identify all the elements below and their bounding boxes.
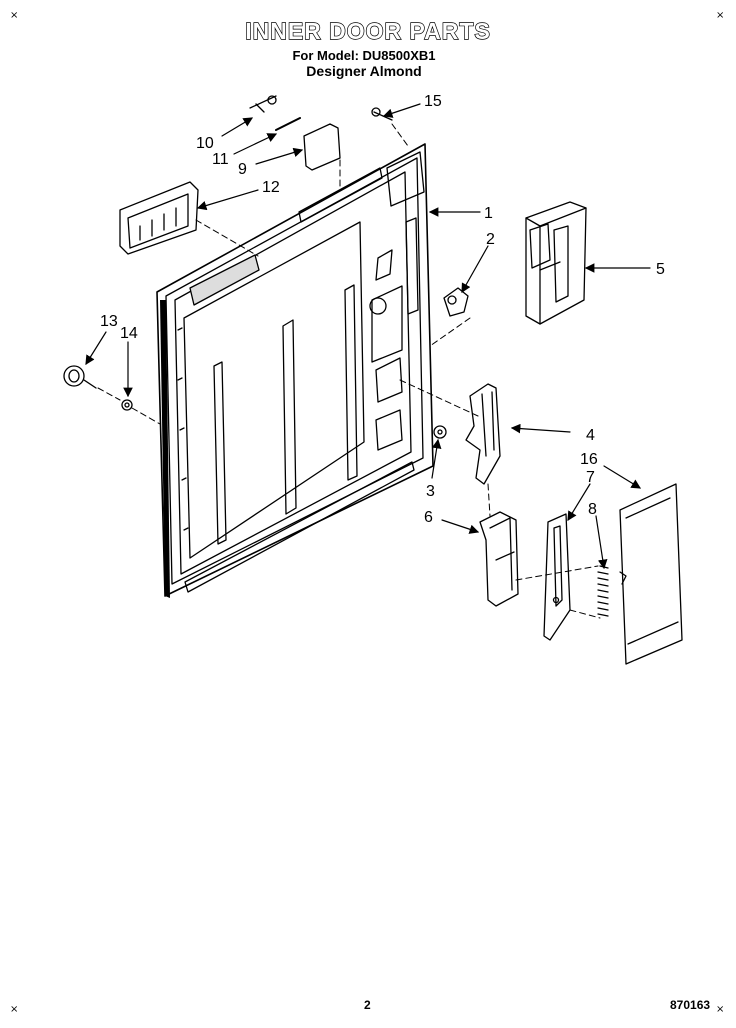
part-4-latch-lever — [465, 383, 501, 485]
page-number: 2 — [364, 998, 371, 1012]
corner-mark-top-right: × — [716, 10, 725, 21]
part-7-slide-bar — [543, 513, 571, 641]
part-15-screw-head — [371, 107, 381, 117]
callout-15: 15 — [424, 93, 442, 110]
callout-6: 6 — [424, 509, 433, 526]
part-10-screw — [249, 95, 277, 113]
part-10-screw-head — [267, 95, 277, 105]
part-5-latch-housing — [525, 201, 587, 325]
callout-11: 11 — [212, 151, 229, 168]
page-title: INNER DOOR PARTS — [245, 17, 491, 44]
callout-13: 13 — [100, 313, 118, 330]
callout-leaders — [85, 103, 651, 570]
part-13-knob — [63, 365, 97, 389]
callout-7: 7 — [586, 469, 595, 486]
part-16-side-cover — [619, 483, 683, 665]
callout-labels: 1 2 3 4 5 6 7 8 9 10 11 12 13 14 15 16 — [100, 93, 665, 526]
callout-1: 1 — [484, 205, 493, 222]
callout-9: 9 — [238, 161, 247, 178]
callout-16: 16 — [580, 451, 598, 468]
assembly-guide-lines — [97, 123, 601, 619]
callout-14: 14 — [120, 325, 138, 342]
inner-door-panel — [156, 143, 434, 598]
part-8-spring — [597, 565, 609, 617]
callout-8: 8 — [588, 501, 597, 518]
document-code: 870163 — [670, 998, 711, 1012]
corner-mark-bottom-right: × — [716, 1004, 725, 1015]
model-line: For Model: DU8500XB1 — [292, 48, 436, 63]
corner-mark-bottom-left: × — [10, 1004, 19, 1015]
part-12-handle — [119, 181, 199, 255]
callout-3: 3 — [426, 483, 435, 500]
part-14-washer-hole — [124, 402, 130, 408]
part-3-nut-hole — [437, 429, 443, 435]
callout-2: 2 — [486, 231, 495, 248]
part-14-washer — [121, 399, 133, 411]
callout-12: 12 — [262, 179, 280, 196]
color-line: Designer Almond — [306, 63, 422, 79]
callout-5: 5 — [656, 261, 665, 278]
part-9-cap — [303, 123, 341, 171]
part-2-clip — [443, 287, 469, 317]
part-3-nut — [433, 425, 447, 439]
callout-10: 10 — [196, 135, 214, 152]
corner-mark-top-left: × — [10, 10, 19, 21]
callout-4: 4 — [586, 427, 595, 444]
part-6-latch-bracket — [479, 511, 519, 607]
part-11-pin — [275, 117, 301, 131]
